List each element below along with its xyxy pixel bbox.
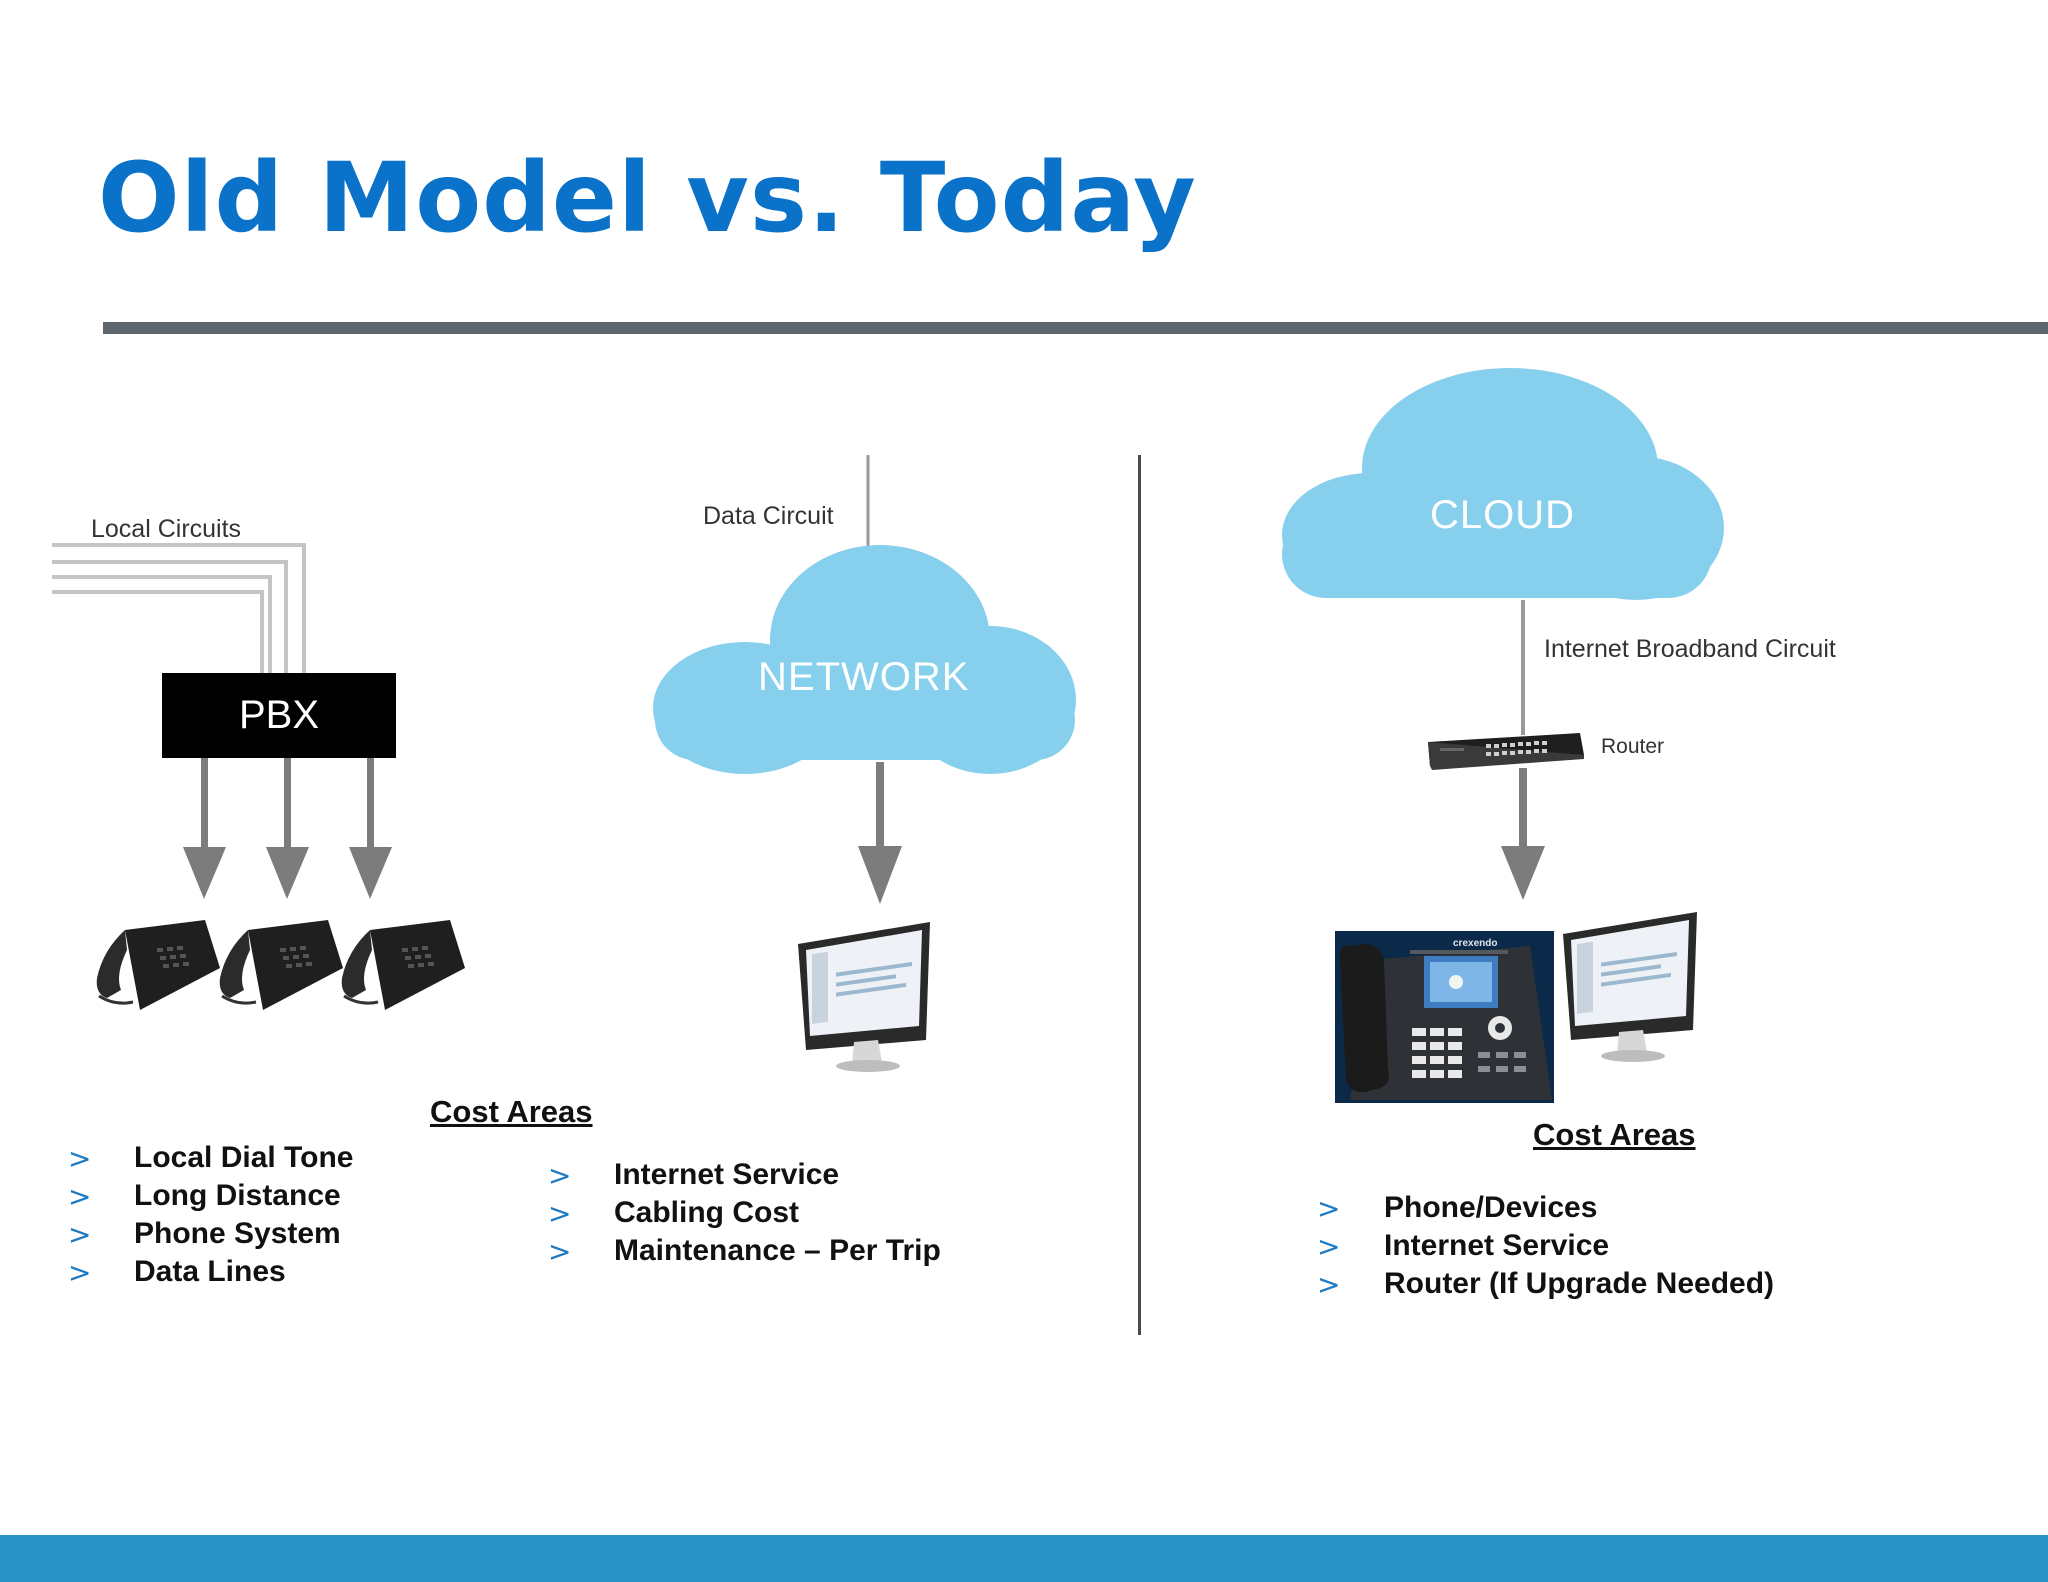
chevron-right-icon: > [548, 1158, 572, 1192]
desk-phone-icon [341, 920, 465, 1010]
monitor-icon [798, 922, 930, 1072]
chevron-right-icon: > [68, 1255, 92, 1289]
section-divider [1138, 455, 1141, 1335]
list-item: > Maintenance – Per Trip [548, 1232, 941, 1270]
list-item-text: Internet Service [614, 1158, 840, 1191]
chevron-right-icon: > [68, 1217, 92, 1251]
network-arrow [858, 762, 902, 904]
chevron-right-icon: > [68, 1179, 92, 1213]
cost-list-old-left: > Local Dial Tone > Long Distance > Phone S… [68, 1139, 353, 1291]
desk-phone-icon [219, 920, 343, 1010]
list-item: > Phone/Devices [1317, 1189, 1774, 1227]
cost-areas-title-today: Cost Areas [1533, 1117, 1696, 1152]
list-item: > Internet Service [548, 1156, 941, 1194]
pbx-box: PBX [162, 673, 396, 758]
chevron-right-icon: > [548, 1196, 572, 1230]
list-item-text: Internet Service [1384, 1229, 1610, 1262]
list-item-text: Phone/Devices [1384, 1191, 1598, 1224]
list-item: > Internet Service [1317, 1227, 1774, 1265]
local-circuits-label: Local Circuits [91, 515, 242, 543]
footer-bar [0, 1535, 2048, 1582]
list-item-text: Long Distance [134, 1179, 341, 1212]
network-cloud-label: NETWORK [758, 655, 970, 699]
list-item-text: Maintenance – Per Trip [614, 1234, 941, 1267]
list-item: > Cabling Cost [548, 1194, 941, 1232]
desk-phone-icon [96, 920, 220, 1010]
chevron-right-icon: > [548, 1234, 572, 1268]
list-item: > Data Lines [68, 1253, 353, 1291]
list-item: > Router (If Upgrade Needed) [1317, 1265, 1774, 1303]
list-item: > Phone System [68, 1215, 353, 1253]
router-icon [1428, 733, 1584, 770]
phone-brand-label: crexendo [1453, 938, 1498, 949]
pbx-arrows [183, 758, 392, 899]
slide-title: Old Model vs. Today [98, 142, 1197, 254]
chevron-right-icon: > [1317, 1267, 1341, 1301]
cloud-label: CLOUD [1430, 493, 1576, 537]
network-cloud-icon [653, 545, 1076, 774]
chevron-right-icon: > [68, 1141, 92, 1175]
title-underline-rule [103, 322, 2048, 334]
list-item-text: Local Dial Tone [134, 1141, 354, 1174]
cost-list-old-right: > Internet Service > Cabling Cost > Mainten… [548, 1156, 941, 1270]
today-arrow [1501, 768, 1545, 900]
list-item: > Long Distance [68, 1177, 353, 1215]
list-item-text: Router (If Upgrade Needed) [1384, 1267, 1775, 1300]
cloud-icon [1282, 368, 1724, 600]
list-item-text: Cabling Cost [614, 1196, 799, 1229]
broadband-circuit-label: Internet Broadband Circuit [1544, 635, 1836, 663]
chevron-right-icon: > [1317, 1229, 1341, 1263]
list-item-text: Data Lines [134, 1255, 286, 1288]
ip-phone-icon [1335, 931, 1554, 1103]
pbx-label: PBX [238, 693, 320, 737]
local-circuit-lines [52, 543, 306, 673]
chevron-right-icon: > [1317, 1191, 1341, 1225]
cost-areas-title-old: Cost Areas [430, 1094, 593, 1129]
cost-list-today: > Phone/Devices > Internet Service > Router… [1317, 1189, 1774, 1303]
list-item: > Local Dial Tone [68, 1139, 353, 1177]
list-item-text: Phone System [134, 1217, 341, 1250]
monitor-icon [1563, 912, 1697, 1062]
data-circuit-label: Data Circuit [703, 502, 834, 530]
router-label: Router [1601, 735, 1665, 758]
